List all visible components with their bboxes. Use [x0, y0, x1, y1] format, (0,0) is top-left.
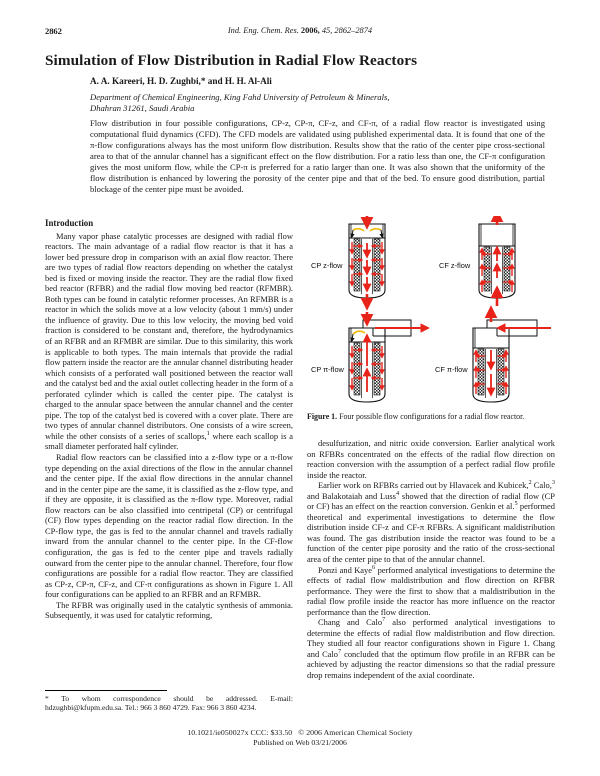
- paragraph-text: Ponzi and Kaye: [318, 564, 373, 575]
- journal-pages: 2862–2874: [334, 26, 373, 35]
- affiliation-line-2: Dhahran 31261, Saudi Arabia: [90, 103, 195, 114]
- paragraph-text: Many vapor phase catalytic processes are…: [45, 230, 293, 441]
- article-title: Simulation of Flow Distribution in Radia…: [45, 52, 418, 69]
- section-heading-introduction: Introduction: [45, 218, 94, 228]
- reference-marker: 7: [338, 648, 342, 656]
- paragraph-text: Earlier work on RFBRs carried out by Hla…: [318, 480, 529, 491]
- paragraph-text: also performed analytical investigations…: [307, 617, 555, 659]
- page-folio: 2862: [45, 26, 62, 36]
- paragraph: Radial flow reactors can be classified i…: [45, 452, 293, 600]
- paragraph: Ponzi and Kaye6 performed analytical inv…: [307, 563, 555, 618]
- published-line: Published on Web 03/21/2006: [253, 737, 347, 747]
- affiliation: Department of Chemical Engineering, King…: [90, 92, 530, 114]
- panel-label-cf-pi: CF π-flow: [435, 365, 468, 374]
- abstract: Flow distribution in four possible confi…: [90, 118, 545, 194]
- reference-marker: 3: [551, 479, 555, 487]
- left-column: Introduction Many vapor phase catalytic …: [45, 218, 293, 621]
- reference-marker: 6: [372, 563, 376, 571]
- panel-cp-z: [348, 216, 386, 311]
- publication-info: 10.1021/ie050027x CCC: $33.50 © 2006 Ame…: [45, 728, 555, 748]
- footnote-rule: [45, 690, 167, 691]
- panel-label-cf-z: CF z-flow: [439, 261, 471, 270]
- paragraph-text: and Balakotaiah and Luss: [307, 490, 396, 501]
- paragraph: Chang and Calo7 also performed analytica…: [307, 617, 555, 680]
- footnote: * To whom correspondence should be addre…: [45, 694, 293, 713]
- doi-ccc: 10.1021/ie050027x CCC: $33.50: [187, 728, 293, 737]
- panel-label-cp-pi: CP π-flow: [311, 365, 344, 374]
- figure-caption: Figure 1. Four possible flow configurati…: [307, 412, 555, 422]
- affiliation-line-1: Department of Chemical Engineering, King…: [90, 92, 390, 102]
- paragraph-text: Calo,: [531, 480, 552, 491]
- author-list: A. A. Kareeri, H. D. Zughbi,* and H. H. …: [90, 76, 272, 86]
- paragraph: Many vapor phase catalytic processes are…: [45, 231, 293, 452]
- doi-line: 10.1021/ie050027x CCC: $33.50 © 2006 Ame…: [45, 728, 555, 738]
- reference-marker: 2: [528, 479, 532, 487]
- right-column: desulfurization, and nitric oxide conver…: [307, 438, 555, 681]
- reference-marker: 1: [206, 430, 210, 438]
- journal-citation: Ind. Eng. Chem. Res. 2006, 45, 2862–2874: [45, 26, 555, 35]
- journal-year: 2006,: [300, 26, 320, 35]
- paragraph: Earlier work on RFBRs carried out by Hla…: [307, 480, 555, 564]
- journal-volume: 45,: [321, 26, 333, 35]
- copyright: © 2006 American Chemical Society: [298, 728, 413, 737]
- running-head: 2862 Ind. Eng. Chem. Res. 2006, 45, 2862…: [45, 26, 555, 40]
- paragraph-text: performed analytical investigations to d…: [307, 564, 555, 617]
- panel-cf-z: [478, 209, 516, 306]
- paragraph-text: Chang and Calo: [318, 617, 383, 628]
- journal-name: Ind. Eng. Chem. Res.: [227, 26, 299, 35]
- paragraph: The RFBR was originally used in the cata…: [45, 599, 293, 621]
- flow-configuration-diagram: [348, 209, 551, 403]
- paragraph-tail: where each scallop is a small diameter p…: [45, 430, 293, 452]
- figure-caption-label: Figure 1.: [307, 412, 338, 421]
- panel-cf-pi: [472, 305, 551, 403]
- paragraph-text: concluded that the optimum flow profile …: [307, 648, 555, 681]
- paragraph-text: performed theoretical and experimental i…: [307, 501, 556, 565]
- reference-marker: 7: [382, 616, 386, 624]
- paragraph-text: showed that the direction of radial flow…: [307, 490, 555, 512]
- footnote-text: * To whom correspondence should be addre…: [45, 694, 293, 713]
- reference-marker: 4: [395, 489, 400, 497]
- figure-1-graphic: CP z-flow CF z-flow CP π-flow CF π-flow: [307, 209, 555, 408]
- reference-marker: 5: [514, 500, 518, 508]
- panel-label-cp-z: CP z-flow: [311, 261, 343, 270]
- paragraph: desulfurization, and nitric oxide conver…: [307, 438, 555, 480]
- figure-caption-text: Four possible flow configurations for a …: [339, 412, 525, 421]
- panel-cp-pi: [348, 312, 430, 403]
